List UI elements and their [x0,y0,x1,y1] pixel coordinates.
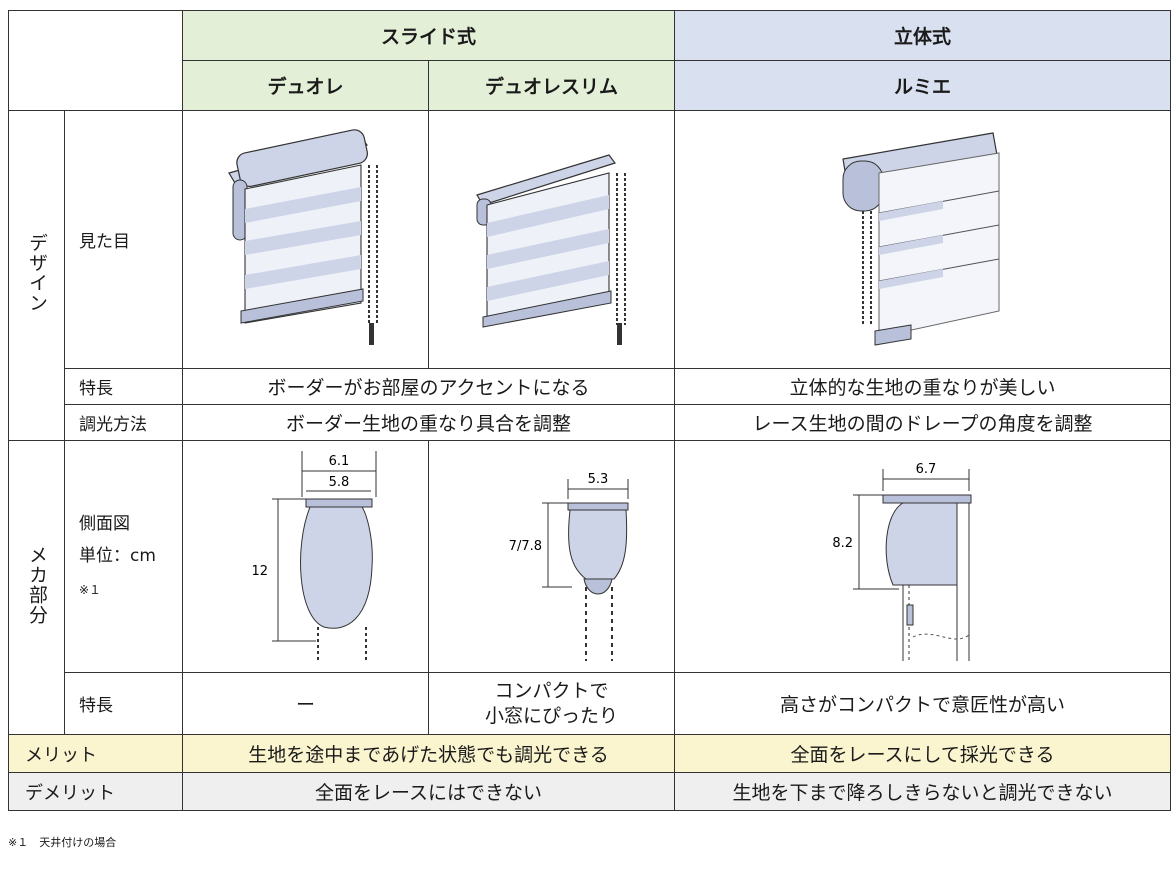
group-meka-label: メカ部分 [25,545,48,625]
duore-dim-inner: 5.8 [328,475,349,490]
tokucho-slim-line1: コンパクトで [494,679,609,702]
duore-dim-outer: 6.1 [328,454,349,469]
duore-slim-side-diagram: 5.3 7/7.8 [508,472,628,661]
slim-dim-width: 5.3 [587,472,608,487]
row-label-choko: 調光方法 [64,404,183,441]
row-label-sokumen: 側面図 単位：cm ※１ [64,440,183,673]
demerit-label: デメリット [8,772,183,811]
duore-slim-side-view: 5.3 7/7.8 [428,440,675,673]
rumie-blind-illustration [841,131,999,346]
duore-slim-blind-illustration [475,153,626,345]
tokucho-rumie: 高さがコンパクトで意匠性が高い [674,672,1171,735]
header-duore: デュオレ [182,60,429,111]
footnote: ※１ 天井付けの場合 [8,836,117,849]
group-design-label: デザイン [25,233,48,313]
tokucho-duore: ー [182,672,429,735]
merit-slide: 生地を途中まであげた状態でも調光できる [182,734,675,773]
demerit-slide: 全面をレースにはできない [182,772,675,811]
header-rumie: ルミエ [674,60,1171,111]
comparison-table: スライド式 立体式 デュオレ デュオレスリム ルミエ デザイン 見た目 [8,10,1171,811]
group-design: デザイン [8,110,65,441]
tokucho-slim: コンパクトで 小窓にぴったり [428,672,675,735]
choko-slide: ボーダー生地の重なり具合を調整 [182,404,675,441]
duore-side-diagram: 6.1 5.8 12 [251,450,376,661]
rumie-side-diagram: 6.7 8.2 [832,462,971,661]
merit-label: メリット [8,734,183,773]
slim-dim-height: 7/7.8 [508,539,541,554]
rumie-dim-width: 6.7 [915,462,936,477]
merit-rittai: 全面をレースにして採光できる [674,734,1171,773]
demerit-rittai: 生地を下まで降ろしきらないと調光できない [674,772,1171,811]
rumie-dim-height: 8.2 [832,536,853,551]
row-label-tokucho-design: 特長 [64,368,183,405]
duore-blind-illustration [227,128,378,345]
tokucho-slim-line2: 小窓にぴったり [484,704,618,727]
duore-image [182,110,429,369]
choko-rittai: レース生地の間のドレープの角度を調整 [674,404,1171,441]
duore-slim-image [428,110,675,369]
group-meka: メカ部分 [8,440,65,735]
header-rittai: 立体式 [674,10,1171,61]
duore-side-view: 6.1 5.8 12 [182,440,429,673]
tokucho-rittai: 立体的な生地の重なりが美しい [674,368,1171,405]
sokumen-line1: 側面図 [79,514,130,535]
row-label-tokucho-meka: 特長 [64,672,183,735]
corner-cell [8,10,183,111]
sokumen-note: ※１ [79,582,102,597]
rumie-image [674,110,1171,369]
sokumen-line2: 単位：cm [79,546,156,567]
header-duore-slim: デュオレスリム [428,60,675,111]
header-slide: スライド式 [182,10,675,61]
tokucho-slide: ボーダーがお部屋のアクセントになる [182,368,675,405]
row-label-mitame: 見た目 [64,110,183,369]
duore-dim-height: 12 [251,564,268,579]
rumie-side-view: 6.7 8.2 [674,440,1171,673]
